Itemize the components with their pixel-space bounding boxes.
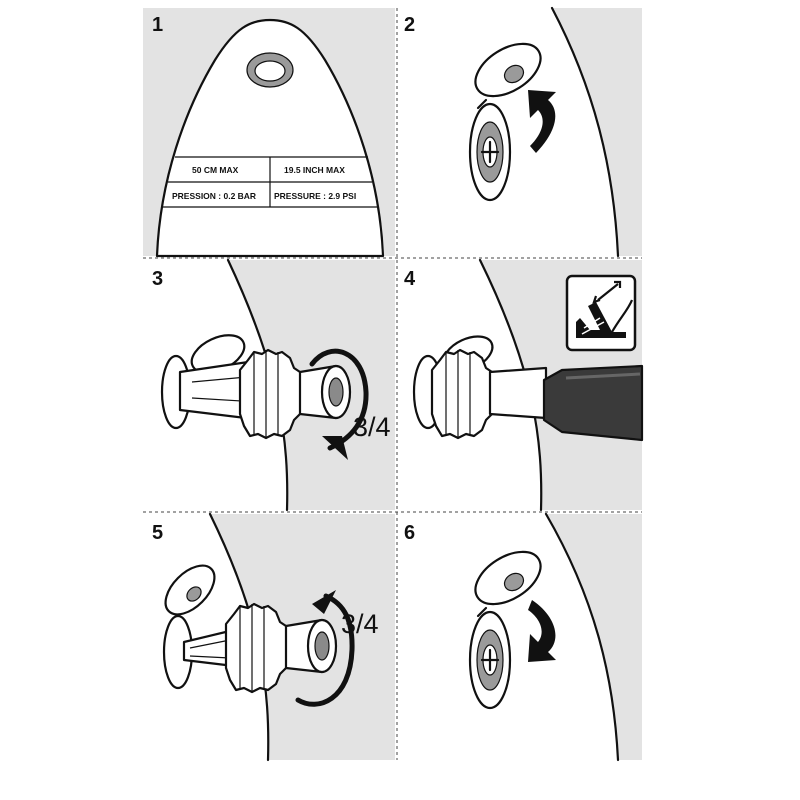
step-number-3: 3: [152, 268, 163, 290]
label-pressure: PRESSURE : 2.9 PSI: [274, 191, 356, 201]
valve-cap-open-inner: [503, 64, 525, 84]
step-number-4: 4: [404, 268, 416, 290]
eyelet-hole-inner: [254, 60, 286, 82]
adapter-sleeve-4: [488, 366, 548, 420]
pump-icon-stripes: [581, 317, 605, 335]
step-number-2: 2: [404, 14, 415, 36]
panel-1: 50 CM MAX 19.5 INCH MAX PRESSION : 0.2 B…: [143, 8, 395, 258]
fender-side-6: [546, 514, 642, 760]
curved-arrow-up-icon: [528, 90, 556, 153]
curved-arrow-down-icon: [528, 600, 556, 662]
pump-hose-highlight: [565, 372, 641, 380]
cog-teeth: [253, 350, 279, 438]
turn-label-step3: 3/4: [353, 412, 391, 442]
turn-label-step5: 3/4: [341, 609, 379, 639]
valve-cap-closing-inner: [503, 572, 525, 592]
fender-edge: [550, 6, 620, 258]
adapter-mouth-inner: [328, 377, 344, 407]
panel-2: 2: [398, 6, 642, 258]
valve-cap-open-5-inner: [186, 586, 202, 602]
step-number-1: 1: [152, 14, 163, 36]
step-number-6: 6: [404, 522, 415, 544]
rotation-arrow-head: [322, 436, 348, 460]
panel-4: 4: [398, 258, 644, 512]
pump-icon-arrow: [592, 280, 622, 304]
adapter-mouth-5-inner: [314, 631, 330, 661]
cap-hinge-6: [476, 606, 488, 618]
fender-side: [552, 8, 642, 256]
fender-top: [155, 18, 385, 258]
valve-cross: [480, 140, 500, 164]
panel-5: 3/4 5: [143, 512, 395, 762]
rotation-arrow-reverse-head: [312, 590, 336, 614]
label-pression: PRESSION : 0.2 BAR: [172, 191, 256, 201]
rotation-arrow-reverse-icon: [295, 593, 355, 707]
cog-teeth-5: [239, 604, 265, 692]
adapter-groove-5: [189, 639, 231, 659]
cap-hinge: [476, 98, 488, 110]
label-cm-max: 50 CM MAX: [192, 165, 239, 175]
panel-6: 6: [398, 512, 642, 762]
pump-icon: [576, 302, 626, 338]
rotation-arrow-icon: [309, 348, 369, 451]
valve-cross-6: [480, 648, 500, 672]
pump-icon-hose: [611, 299, 634, 333]
fender-edge-6: [544, 512, 620, 762]
cog-teeth-4: [445, 350, 471, 438]
pump-hose-icon: [542, 364, 644, 442]
label-inch-max: 19.5 INCH MAX: [284, 165, 345, 175]
step-number-5: 5: [152, 522, 163, 544]
panel-3: 3/4 3: [143, 258, 395, 512]
